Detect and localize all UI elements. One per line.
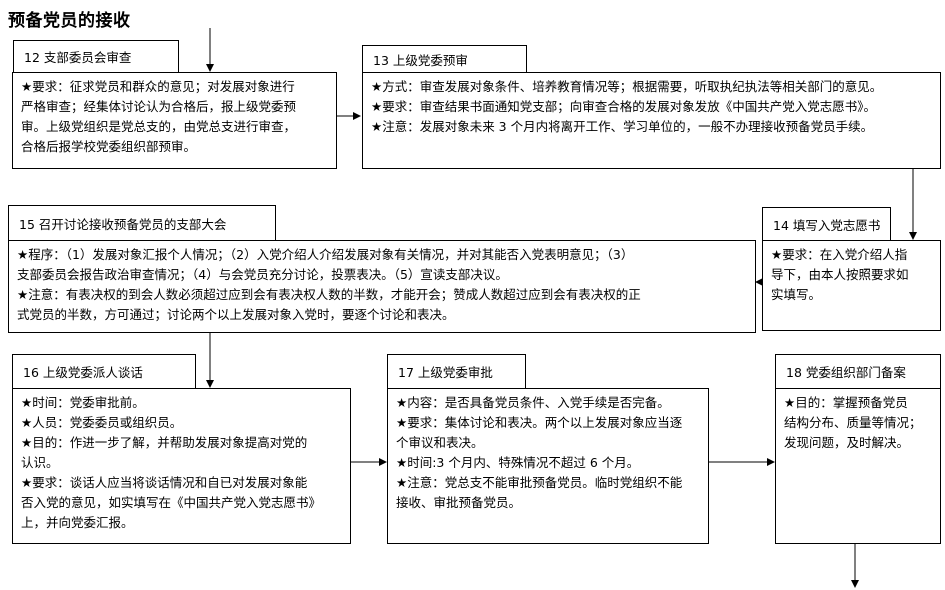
body-line: ★目的：掌握预备党员 <box>784 395 908 410</box>
step-16-body: ★时间：党委审批前。 ★人员：党委委员或组织员。 ★目的：作进一步了解，并帮助发展对… <box>12 388 351 544</box>
body-line: ★要求：在入党介绍人指 <box>771 247 908 262</box>
body-line: 合格后报学校党委组织部预审。 <box>21 139 197 154</box>
body-line: ★时间：党委审批前。 <box>21 395 145 410</box>
body-line: ★注意：党总支不能审批预备党员。临时党组织不能 <box>396 475 683 490</box>
body-line: ★内容：是否具备党员条件、入党手续是否完备。 <box>396 395 670 410</box>
body-line: 发现问题，及时解决。 <box>784 435 910 450</box>
body-line: 认识。 <box>21 455 59 470</box>
page-title: 预备党员的接收 <box>8 11 131 31</box>
body-line: 否入党的意见，如实填写在《中国共产党入党志愿书》 <box>21 495 322 510</box>
body-line: ★人员：党委委员或组织员。 <box>21 415 183 430</box>
body-line: 支部委员会报告政治审查情况；（4）与会党员充分讨论，投票表决。（5）宣读支部决议… <box>17 267 508 282</box>
step-13-body: ★方式：审查发展对象条件、培养教育情况等；根据需要，听取执纪执法等相关部门的意见… <box>362 72 941 169</box>
step-16-header: 16 上级党委派人谈话 <box>12 354 196 389</box>
body-line: ★注意：发展对象未来 3 个月内将离开工作、学习单位的，一般不办理接收预备党员手… <box>371 119 874 134</box>
body-line: 上，并向党委汇报。 <box>21 515 134 530</box>
body-line: ★程序：（1）发展对象汇报个人情况；（2）入党介绍人介绍发展对象有关情况，并对其… <box>17 247 634 262</box>
step-14-header: 14 填写入党志愿书 <box>762 207 891 241</box>
body-line: ★注意：有表决权的到会人数必须超过应到会有表决权人数的半数，才能开会；赞成人数超… <box>17 287 641 302</box>
step-17-header: 17 上级党委审批 <box>387 354 526 389</box>
body-line: 接收、审批预备党员。 <box>396 495 522 510</box>
body-line: ★要求：征求党员和群众的意见；对发展对象进行 <box>21 79 295 94</box>
body-line: 个审议和表决。 <box>396 435 484 450</box>
body-line: 导下，由本人按照要求如 <box>771 267 909 282</box>
body-line: 严格审查；经集体讨论认为合格后，报上级党委预 <box>21 99 297 114</box>
body-line: 审。上级党组织是党总支的，由党总支进行审查， <box>21 119 297 134</box>
step-14-body: ★要求：在入党介绍人指导下，由本人按照要求如实填写。 <box>762 240 941 331</box>
step-12-header: 12 支部委员会审查 <box>13 40 179 73</box>
step-15-body: ★程序：（1）发展对象汇报个人情况；（2）入党介绍人介绍发展对象有关情况，并对其… <box>8 240 756 333</box>
step-12-body: ★要求：征求党员和群众的意见；对发展对象进行严格审查；经集体讨论认为合格后，报上… <box>12 72 337 169</box>
step-18-body: ★目的：掌握预备党员结构分布、质量等情况； 发现问题，及时解决。 <box>775 388 941 544</box>
body-line: 式党员的半数，方可通过；讨论两个以上发展对象入党时，要逐个讨论和表决。 <box>17 307 455 322</box>
step-13-header: 13 上级党委预审 <box>362 45 527 73</box>
body-line: ★目的：作进一步了解，并帮助发展对象提高对党的 <box>21 435 308 450</box>
body-line: ★方式：审查发展对象条件、培养教育情况等；根据需要，听取执纪执法等相关部门的意见… <box>371 79 883 94</box>
step-18-header: 18 党委组织部门备案 <box>775 354 941 389</box>
body-line: 结构分布、质量等情况； <box>784 415 922 430</box>
body-line: 实填写。 <box>771 287 822 302</box>
step-15-header: 15 召开讨论接收预备党员的支部大会 <box>8 205 276 241</box>
body-line: ★时间:3 个月内、特殊情况不超过 6 个月。 <box>396 455 640 470</box>
body-line: ★要求：集体讨论和表决。两个以上发展对象应当逐 <box>396 415 683 430</box>
body-line: ★要求：审查结果书面通知党支部；向审查合格的发展对象发放《中国共产党入党志愿书》… <box>371 99 876 114</box>
body-line: ★要求：谈话人应当将谈话情况和自已对发展对象能 <box>21 475 308 490</box>
step-17-body: ★内容：是否具备党员条件、入党手续是否完备。 ★要求：集体讨论和表决。两个以上发展… <box>387 388 709 544</box>
